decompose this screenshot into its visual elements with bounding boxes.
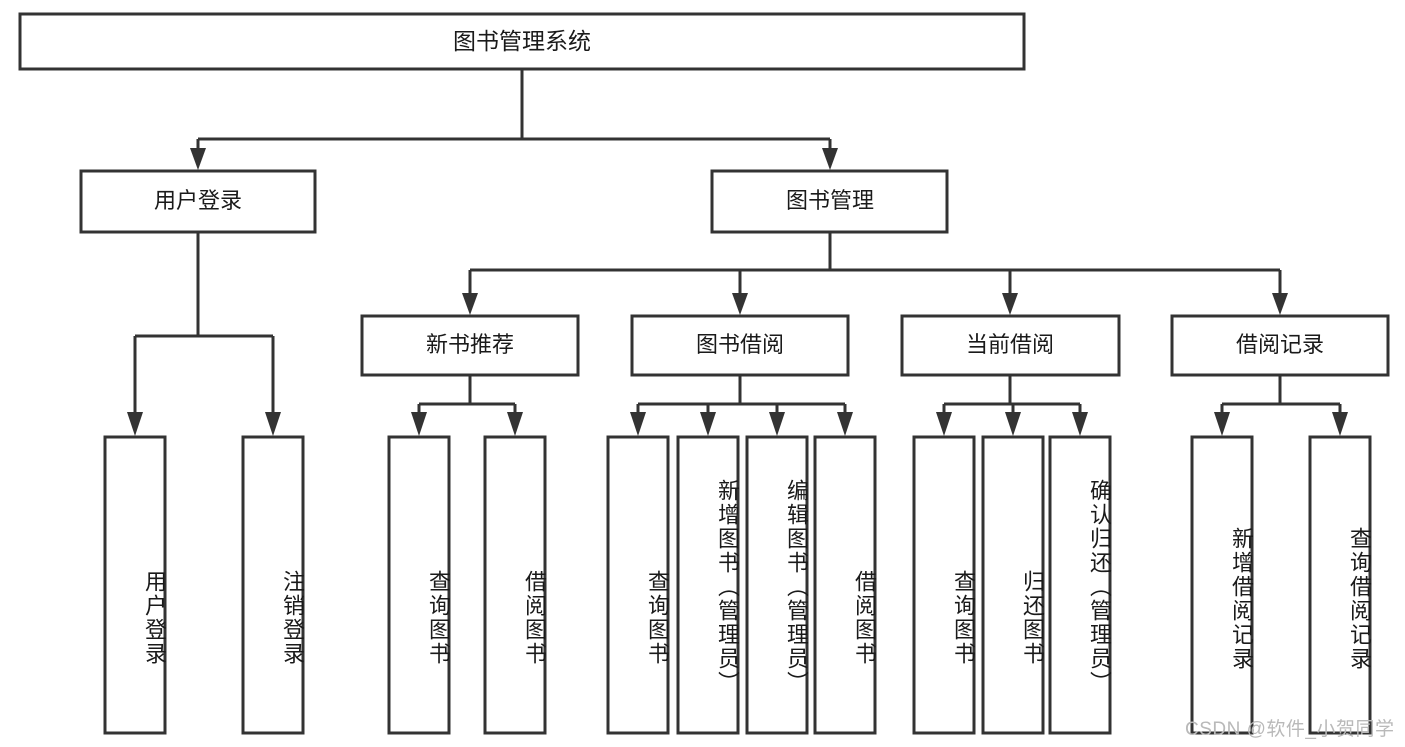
user-login-box[interactable] [79, 169, 317, 234]
node-root[interactable]: 图书管理系统 [18, 12, 1026, 71]
node-borrow-record[interactable]: 借阅记录 [1170, 314, 1390, 377]
connector-book-manage-branch [468, 232, 1282, 296]
connector-new-book-recommend-branch [417, 375, 517, 415]
leaf-box-logout[interactable] [241, 435, 305, 735]
leaf-box-borrow-book-2[interactable] [813, 435, 877, 735]
leaf-box-user-login[interactable] [103, 435, 167, 735]
arrow-to-leaf-confirm-return [1072, 412, 1088, 436]
leaf-box-query-book-3[interactable] [912, 435, 976, 735]
arrow-to-user-login [190, 148, 206, 170]
new-book-recommend-box[interactable] [360, 314, 580, 377]
arrow-to-leaf-borrow-book-2 [837, 412, 853, 436]
arrow-to-leaf-add-book [700, 412, 716, 436]
arrow-to-borrow-record [1272, 293, 1288, 315]
arrow-to-current-borrow [1002, 293, 1018, 315]
arrow-to-leaf-query-book-1 [411, 412, 427, 436]
root-label: 图书管理系统 [453, 28, 591, 54]
arrow-to-new-book-recommend [462, 293, 478, 315]
connector-borrow-record-branch [1220, 375, 1342, 415]
connector-book-borrow-branch [636, 375, 847, 415]
current-borrow-box[interactable] [900, 314, 1121, 377]
node-user-login[interactable]: 用户登录 [79, 169, 317, 234]
leaf-box-query-book-2[interactable] [606, 435, 670, 735]
leaf-box-return-book[interactable] [981, 435, 1045, 735]
arrow-to-leaf-query-book-3 [936, 412, 952, 436]
book-borrow-box[interactable] [630, 314, 850, 377]
node-new-book-recommend[interactable]: 新书推荐 [360, 314, 580, 377]
book-manage-label: 图书管理 [786, 188, 874, 213]
connector-user-login-branch [133, 232, 275, 415]
arrow-to-leaf-edit-book [769, 412, 785, 436]
new-book-recommend-label: 新书推荐 [426, 332, 514, 357]
borrow-record-label: 借阅记录 [1236, 332, 1324, 357]
arrow-to-leaf-borrow-book-1 [507, 412, 523, 436]
arrow-to-leaf-query-book-2 [630, 412, 646, 436]
root-box[interactable] [18, 12, 1026, 71]
arrow-to-leaf-user-login [127, 412, 143, 436]
leaf-box-edit-book[interactable] [745, 435, 809, 735]
connector-current-borrow-branch [942, 375, 1082, 415]
borrow-record-box[interactable] [1170, 314, 1390, 377]
leaf-box-borrow-book-1[interactable] [483, 435, 547, 735]
arrow-to-book-manage [822, 148, 838, 170]
leaf-boxes [103, 435, 1372, 735]
user-login-label: 用户登录 [154, 188, 242, 213]
watermark-text: CSDN @软件_小贺同学 [1185, 719, 1395, 740]
book-manage-box[interactable] [710, 169, 949, 234]
connector-group [127, 69, 1348, 436]
arrow-to-leaf-logout [265, 412, 281, 436]
node-book-manage[interactable]: 图书管理 [710, 169, 949, 234]
arrow-to-book-borrow [732, 293, 748, 315]
leaf-box-confirm-return[interactable] [1048, 435, 1112, 735]
leaf-box-query-record[interactable] [1308, 435, 1372, 735]
leaf-box-query-book-1[interactable] [387, 435, 451, 735]
node-book-borrow[interactable]: 图书借阅 [630, 314, 850, 377]
current-borrow-label: 当前借阅 [966, 332, 1054, 357]
node-current-borrow[interactable]: 当前借阅 [900, 314, 1121, 377]
arrow-to-leaf-return-book [1005, 412, 1021, 436]
arrow-to-leaf-add-record [1214, 412, 1230, 436]
leaf-box-add-record[interactable] [1190, 435, 1254, 735]
connector-root-trunk [196, 69, 832, 150]
arrow-to-leaf-query-record [1332, 412, 1348, 436]
book-borrow-label: 图书借阅 [696, 332, 784, 357]
leaf-box-add-book[interactable] [676, 435, 740, 735]
